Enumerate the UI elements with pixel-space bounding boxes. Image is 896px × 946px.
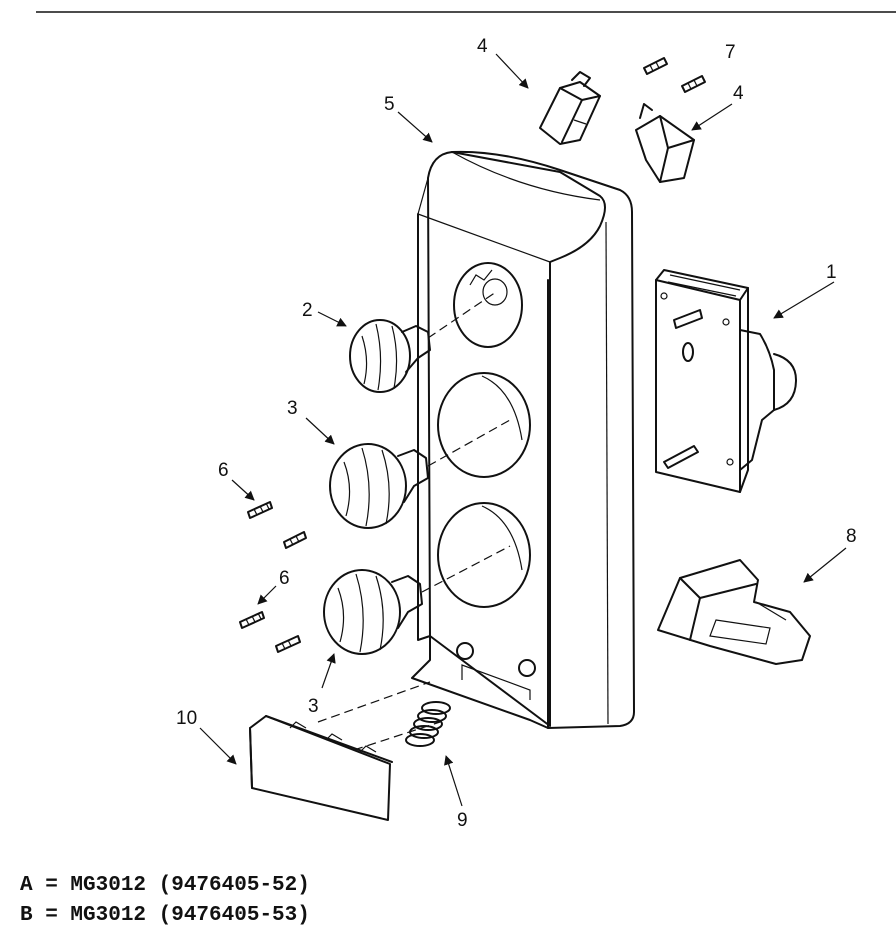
callout-3-lower: 3 <box>308 696 319 717</box>
knob-part-2 <box>349 319 431 393</box>
callout-2: 2 <box>302 300 313 321</box>
callout-5: 5 <box>384 94 395 115</box>
timer-assembly-part-1 <box>655 269 797 493</box>
legend-line-a: A = MG3012 (9476405-52) <box>20 874 310 897</box>
callout-7: 7 <box>725 42 736 63</box>
callout-10: 10 <box>176 708 197 729</box>
callout-6-lower: 6 <box>279 568 290 589</box>
switch-part-4-left <box>539 71 601 145</box>
callout-3-upper: 3 <box>287 398 298 419</box>
callout-4-left: 4 <box>477 36 488 57</box>
spring-part-9 <box>405 701 451 747</box>
screw-part-7-a <box>643 57 668 75</box>
callout-4-right: 4 <box>733 83 744 104</box>
screw-part-6-a <box>247 501 273 519</box>
screw-part-6-d <box>275 635 301 653</box>
callout-6-upper: 6 <box>218 460 229 481</box>
legend-line-b: B = MG3012 (9476405-53) <box>20 904 310 927</box>
alignment-line-trim <box>317 681 431 723</box>
alignment-line-knob-3-lower <box>421 545 511 593</box>
knob-part-3-lower <box>323 569 423 655</box>
alignment-line-knob-3-upper <box>427 419 511 467</box>
switch-part-4-right <box>635 103 695 183</box>
callout-9: 9 <box>457 810 468 831</box>
callout-1: 1 <box>826 262 837 283</box>
bracket-part-8 <box>657 559 811 665</box>
control-panel-housing <box>411 150 635 729</box>
trim-part-10 <box>249 715 393 821</box>
screw-part-6-c <box>239 611 265 629</box>
screw-part-7-b <box>681 75 706 93</box>
screw-part-6-b <box>283 531 307 549</box>
knob-part-3-upper <box>329 443 429 529</box>
callout-8: 8 <box>846 526 857 547</box>
leader-arrows <box>199 53 847 807</box>
